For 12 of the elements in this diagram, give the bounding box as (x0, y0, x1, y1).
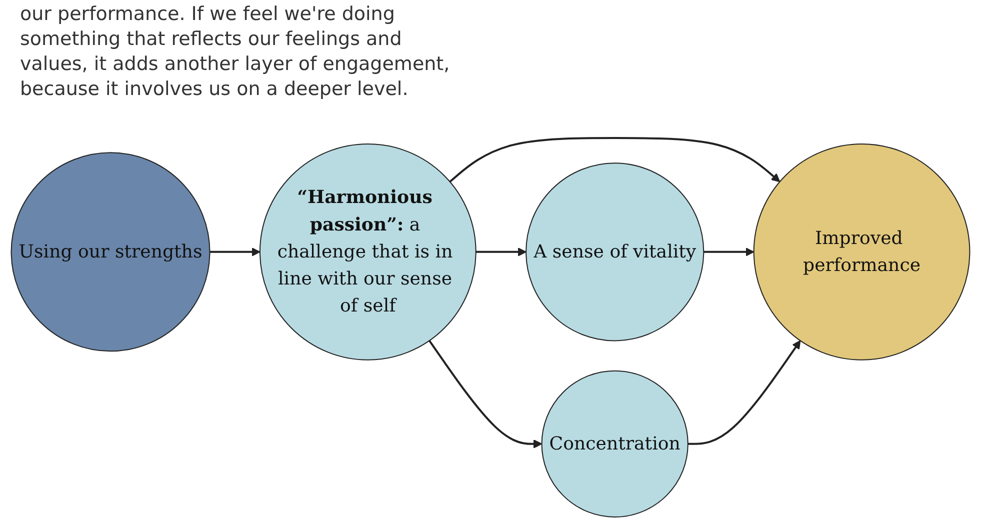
node-circle: A sense of vitality (526, 162, 704, 342)
arrow (476, 248, 526, 256)
arrow (449, 137, 780, 182)
node-circle: Concentration (541, 370, 688, 518)
arrow (704, 248, 754, 256)
arrow (688, 340, 801, 445)
node-circle: “Harmonious passion”: a challenge that is in line with our sense of self (259, 143, 476, 360)
arrow (428, 340, 542, 448)
node-circle: Improved performance (753, 143, 970, 360)
node-circle: Using our strengths (10, 152, 210, 352)
paragraph-text: our performance. If we feel we're doing something that reflects our feelings and values, it adds another layer of engagement, because it involves us on a deeper level. (20, 2, 451, 102)
arrow (210, 248, 260, 256)
